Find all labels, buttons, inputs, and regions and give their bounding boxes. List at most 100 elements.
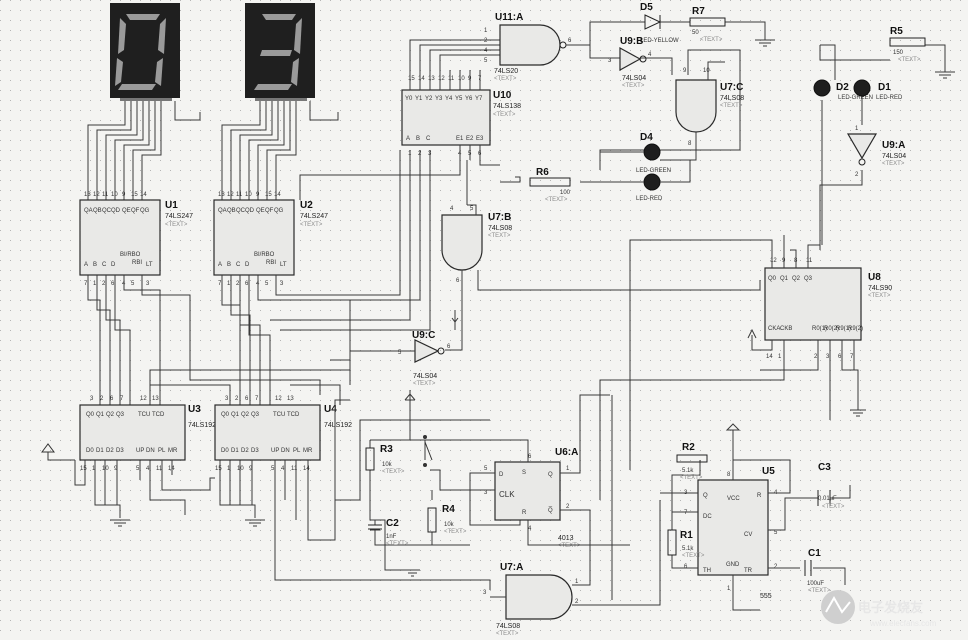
resistor-r2[interactable]: R2 5.1k <TEXT> <box>676 442 708 481</box>
wires-counter-bottom <box>47 399 491 590</box>
svg-text:PL: PL <box>158 448 166 454</box>
svg-text:6: 6 <box>568 38 572 44</box>
gate-u7a[interactable]: U7:A 74LS08 <TEXT> 123 <box>483 562 579 637</box>
svg-text:A: A <box>84 262 88 268</box>
svg-text:3: 3 <box>146 281 150 287</box>
resistor-r5[interactable]: R5 150 <TEXT> <box>889 26 926 63</box>
svg-text:B: B <box>227 262 231 268</box>
digit-three-segments <box>254 14 302 90</box>
svg-text:CKA: CKA <box>768 326 780 332</box>
resistor-r7[interactable]: R7 50 <TEXT> <box>689 6 726 43</box>
inverter-u9b-part: 74LS04 <box>622 75 646 82</box>
svg-text:5: 5 <box>398 350 402 356</box>
svg-text:1: 1 <box>566 466 570 472</box>
watermark: 电子发烧友 www.elecfans.com <box>821 590 937 628</box>
svg-text:<TEXT>: <TEXT> <box>496 631 519 637</box>
resistor-r4[interactable]: R4 10k <TEXT> <box>427 504 467 535</box>
gate-u7c-part: 74LS08 <box>720 95 744 102</box>
svg-text:11: 11 <box>291 466 298 472</box>
resistor-r4-value: 10k <box>444 522 455 528</box>
svg-text:1: 1 <box>727 586 731 592</box>
resistor-r3-value: 10k <box>382 462 393 468</box>
watermark-url: www.elecfans.com <box>869 619 937 628</box>
capacitor-c1[interactable]: C1 100uF <TEXT> <box>804 548 831 594</box>
led-d1[interactable]: D1 LED-RED <box>853 79 903 101</box>
svg-text:1: 1 <box>92 466 96 472</box>
svg-text:5: 5 <box>136 466 140 472</box>
capacitor-c3[interactable]: C3 0.01uF <TEXT> <box>817 462 845 510</box>
svg-text:7: 7 <box>684 510 688 516</box>
inverter-u9a[interactable]: U9:A 74LS04 <TEXT> 12 <box>846 126 906 178</box>
svg-text:<TEXT>: <TEXT> <box>545 197 568 203</box>
svg-text:MR: MR <box>168 448 178 454</box>
svg-text:CV: CV <box>744 532 752 538</box>
svg-text:D0: D0 <box>221 448 229 454</box>
svg-text:5: 5 <box>271 466 275 472</box>
svg-text:15: 15 <box>131 192 138 198</box>
svg-text:<TEXT>: <TEXT> <box>444 529 467 535</box>
svg-text:<TEXT>: <TEXT> <box>413 381 436 387</box>
inverter-u9b[interactable]: U9:B 74LS04 <TEXT> 34 <box>608 36 652 89</box>
svg-text:9: 9 <box>249 466 253 472</box>
resistor-r6[interactable]: R6 100 <TEXT> <box>529 167 571 203</box>
svg-text:QG: QG <box>274 208 284 214</box>
inverter-u9c[interactable]: U9:C 74LS04 <TEXT> 56 <box>398 330 451 387</box>
power-terminal-icon-left <box>41 443 55 453</box>
chip-u3-part: 74LS192 <box>188 422 216 429</box>
switch-icon[interactable] <box>423 435 433 467</box>
wires-long <box>189 359 613 600</box>
svg-text:5: 5 <box>484 466 488 472</box>
inverter-u9b-ref: U9:B <box>620 36 643 47</box>
led-d5[interactable]: D5 LED-YELLOW <box>640 2 679 44</box>
wires-right-top <box>819 44 955 250</box>
seven-segment-display-right: 3 <box>245 3 315 101</box>
svg-text:C: C <box>426 136 431 142</box>
capacitor-c2-value: 1nF <box>386 534 397 540</box>
svg-text:13: 13 <box>84 192 91 198</box>
gate-u7b-part: 74LS08 <box>488 225 512 232</box>
svg-text:RBI: RBI <box>132 260 142 266</box>
svg-text:5: 5 <box>774 530 778 536</box>
gate-u7b-ref: U7:B <box>488 212 511 223</box>
led-d2[interactable]: D2 LED-GREEN <box>813 79 873 101</box>
svg-text:14: 14 <box>766 354 773 360</box>
wires-u8 <box>599 235 866 500</box>
resistor-r5-value: 150 <box>893 50 904 56</box>
chip-u8-ref: U8 <box>868 272 881 283</box>
svg-text:MR: MR <box>303 448 313 454</box>
capacitor-c2[interactable]: C2 1nF <TEXT> <box>368 518 409 547</box>
resistor-r3[interactable]: R3 10k <TEXT> <box>365 444 405 475</box>
resistor-r1-value: 5.1k <box>682 546 694 552</box>
svg-text:11: 11 <box>236 192 243 198</box>
svg-text:3: 3 <box>428 151 432 157</box>
svg-text:QE: QE <box>256 208 265 214</box>
resistor-r1-ref: R1 <box>680 530 693 541</box>
chip-u2-tag: <TEXT> <box>300 222 323 228</box>
svg-text:CLK: CLK <box>499 490 515 499</box>
svg-text:<TEXT>: <TEXT> <box>680 475 703 481</box>
svg-text:6: 6 <box>684 564 688 570</box>
svg-text:Y0: Y0 <box>405 96 413 102</box>
svg-text:Y1: Y1 <box>415 96 423 102</box>
svg-text:Q2: Q2 <box>241 412 250 418</box>
svg-text:2: 2 <box>100 396 104 402</box>
resistor-r1[interactable]: R1 5.1k <TEXT> <box>667 529 705 559</box>
digit-zero-segments <box>115 14 166 90</box>
svg-text:4: 4 <box>146 466 150 472</box>
chip-u1-part: 74LS247 <box>165 213 193 220</box>
svg-text:BI/RBO: BI/RBO <box>120 252 141 258</box>
svg-text:4: 4 <box>281 466 285 472</box>
svg-text:13: 13 <box>152 396 159 402</box>
svg-text:11: 11 <box>806 258 813 264</box>
svg-text:QG: QG <box>140 208 150 214</box>
svg-text:3: 3 <box>225 396 229 402</box>
